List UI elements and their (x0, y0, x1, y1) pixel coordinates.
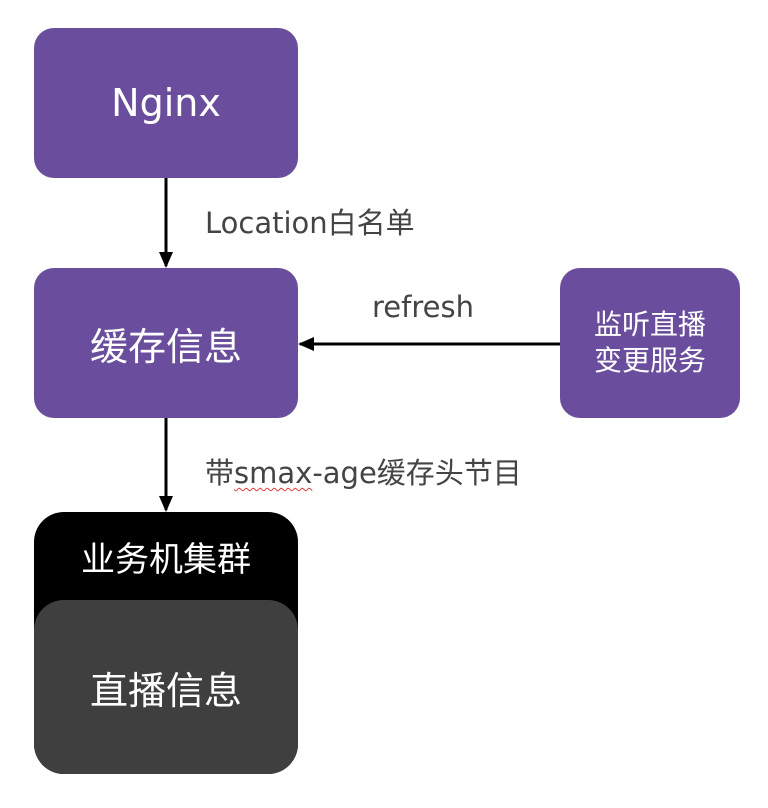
edge-label-smax-prefix: 带 (205, 456, 235, 490)
cache-info-node-label: 缓存信息 (89, 324, 242, 369)
listen-live-change-service-node: 监听直播 变更服务 (560, 268, 740, 418)
cache-info-node: 缓存信息 (34, 268, 298, 418)
business-cluster-node: 业务机集群 直播信息 (34, 512, 298, 774)
business-cluster-title: 业务机集群 (81, 539, 251, 580)
edge-label-smax-suffix: -age缓存头节目 (312, 456, 522, 490)
listen-service-label-line1: 监听直播 (593, 308, 706, 341)
nginx-node-label: Nginx (111, 81, 221, 125)
nginx-node: Nginx (34, 28, 298, 178)
edge-label-smax-spellcheck-word: smax (234, 456, 313, 490)
edge-label-location-whitelist: Location白名单 (205, 206, 415, 240)
live-info-node-label: 直播信息 (89, 668, 242, 713)
edge-label-refresh: refresh (372, 290, 474, 324)
edge-label-smax-age-header: 带smax-age缓存头节目 (205, 450, 522, 492)
live-info-node: 直播信息 (34, 600, 298, 774)
listen-service-label-line2: 变更服务 (593, 344, 706, 377)
